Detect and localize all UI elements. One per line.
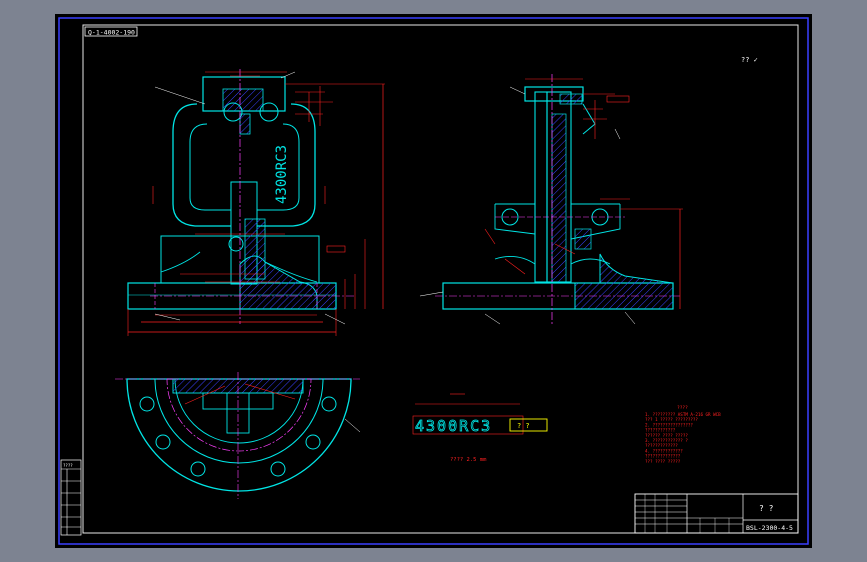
tech-requirement-line: ????????????: [645, 428, 676, 433]
stamp-detail: 4300RC3 ? ? ???? 2.5 mm: [412, 393, 548, 463]
title-block-title: ? ?: [759, 504, 774, 513]
code-box: [84, 26, 138, 37]
tech-requirement-line: 3. ???????????? ?: [645, 438, 688, 443]
roughness-mark: ?? ✓: [741, 56, 758, 64]
tech-requirement-line: ??????????????: [645, 454, 681, 459]
tech-requirement-line: 4. ????????????: [645, 448, 683, 453]
stamp-note: ???? 2.5 mm: [450, 457, 487, 463]
outer-frame: [58, 17, 809, 545]
left-revision-table: ????: [60, 459, 82, 536]
tech-requirement-line: ?????????????: [645, 443, 678, 448]
inner-frame: [82, 24, 799, 534]
stamp-box-text: ? ?: [517, 422, 530, 430]
tech-requirement-line: ?????? ???? ?????: [645, 433, 688, 438]
title-block: ? ? BSL-2300-4-5: [634, 493, 799, 534]
tech-requirements: ???? 1. ????????? ASTM A-216 GR WCB ??? …: [645, 405, 721, 464]
left-panel-header: ????: [63, 463, 73, 468]
raised-letters: 4300RC3: [274, 145, 290, 204]
tech-requirement-line: 1. ????????? ASTM A-216 GR WCB: [645, 412, 721, 417]
drawing-canvas: Q-1-4002-190 ?? ✓ ????: [58, 17, 809, 545]
code-box-text: Q-1-4002-190: [88, 29, 135, 37]
stamp-label: 4300RC3: [415, 417, 492, 435]
side-view: [419, 74, 683, 325]
tech-requirement-line: ??? ???? ?????: [645, 459, 681, 464]
drawing-sheet: Q-1-4002-190 ?? ✓ ????: [55, 14, 812, 548]
tech-requirement-line: 2. ????????????????: [645, 422, 693, 427]
drawing-number: BSL-2300-4-5: [746, 524, 793, 532]
front-view: 4300RC3: [127, 69, 385, 336]
top-view: [115, 372, 361, 499]
tech-req-title: ????: [677, 405, 688, 411]
tech-requirement-line: ??? 1 ????? ?????????: [645, 417, 698, 422]
